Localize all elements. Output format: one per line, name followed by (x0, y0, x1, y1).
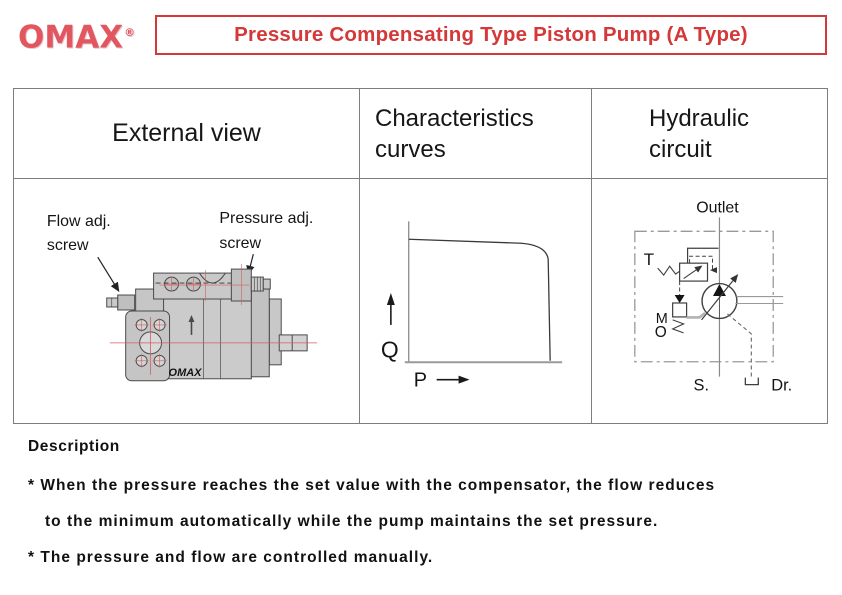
control-piston-symbol (671, 281, 706, 334)
x-axis-label: P (414, 370, 427, 392)
svg-text:Pressure adj.: Pressure adj. (219, 210, 313, 227)
bias-spring-icon (671, 319, 686, 334)
outlet-label: Outlet (696, 199, 739, 216)
variable-displacement-arrow (701, 274, 739, 321)
description-section: Description * When the pressure reaches … (28, 438, 828, 585)
flow-adj-screw (106, 294, 136, 311)
variable-pump-symbol (701, 274, 739, 321)
valve-to-outlet-line (686, 247, 719, 264)
omax-logo-text: OMAX (18, 19, 124, 56)
o-port-label: O (655, 324, 667, 341)
flow-adj-screw-label: Flow adj. screw (47, 213, 111, 254)
pump-brand-logo: OMAX (169, 367, 203, 379)
t-port-label: T (644, 250, 654, 269)
description-heading: Description (28, 438, 120, 455)
column-header-hydraulic-circuit: Hydraulic circuit (592, 89, 827, 179)
m-port-label: M (656, 311, 668, 327)
body-index-mark (188, 314, 195, 335)
hydraulic-circuit-header-label: Hydraulic circuit (649, 104, 750, 163)
centerlines (109, 264, 318, 375)
omax-logo: OMAX® (18, 10, 148, 56)
drain-port-label: Dr. (771, 377, 792, 395)
external-view-panel: Flow adj. screw Pressure adj. screw (14, 179, 360, 423)
page-title: Pressure Compensating Type Piston Pump (… (234, 23, 748, 46)
p-axis-arrow-icon (436, 375, 470, 384)
valve-spring-icon (657, 265, 680, 277)
pump-external-view-drawing: Flow adj. screw Pressure adj. screw (47, 210, 318, 382)
pump-main-body (161, 288, 252, 380)
y-axis-label: Q (381, 337, 399, 363)
drain-line (727, 313, 752, 378)
registered-trademark-mark: ® (124, 26, 136, 39)
description-line-2: to the minimum automatically while the p… (45, 513, 659, 530)
hydraulic-circuit-panel: Outlet (592, 179, 827, 423)
hydraulic-circuit-diagram: Outlet (634, 199, 792, 395)
suction-port-label: S. (694, 377, 710, 395)
description-line-1: * When the pressure reaches the set valu… (28, 477, 716, 494)
svg-text:Flow adj.: Flow adj. (47, 213, 111, 230)
pump-enclosure-boundary (634, 230, 774, 363)
compensator-valve-symbol (657, 247, 719, 282)
title-banner: Pressure Compensating Type Piston Pump (… (155, 15, 827, 55)
column-header-characteristics-curves: Characteristics curves (360, 89, 592, 179)
swash-control-link (686, 311, 706, 319)
pressure-adj-screw-label: Pressure adj. screw (219, 210, 313, 252)
drive-shaft-lines (735, 295, 784, 305)
column-header-external-view: External view (14, 89, 360, 179)
pq-curve-chart: Q P (381, 221, 563, 392)
svg-text:screw: screw (219, 235, 261, 252)
q-axis-arrow-icon (386, 293, 395, 325)
svg-text:screw: screw (47, 237, 89, 254)
characteristics-curves-panel: Q P (360, 179, 592, 423)
external-view-header-label: External view (112, 119, 261, 147)
tank-symbol (744, 377, 759, 386)
characteristics-curves-header-label: Characteristics curves (375, 104, 534, 163)
content-table: External view Characteristics curves Hyd… (13, 88, 828, 424)
description-line-3: * The pressure and flow are controlled m… (28, 549, 434, 566)
pq-curve (408, 238, 551, 361)
flow-label-leader-arrow (97, 256, 120, 293)
